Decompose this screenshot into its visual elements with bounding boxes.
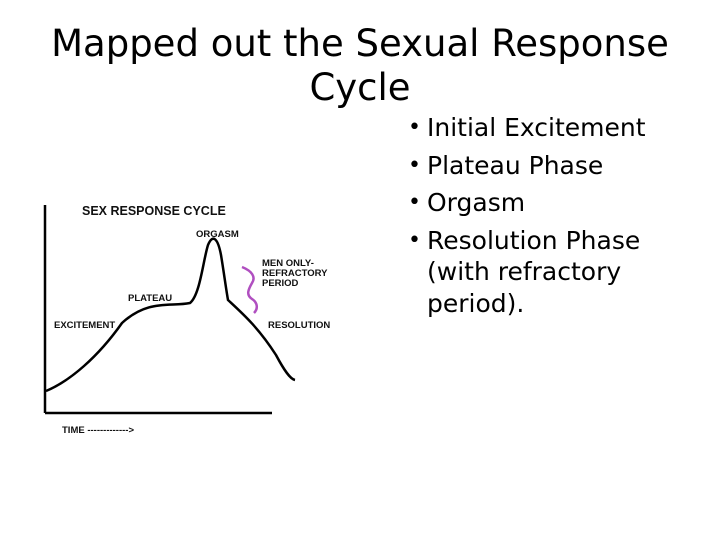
- bullet-dot: •: [408, 115, 421, 140]
- bullet-text: Plateau Phase: [427, 150, 604, 180]
- bullet-text: Resolution Phase (with refractory period…: [427, 225, 641, 318]
- sex-response-cycle-diagram: SEX RESPONSE CYCLE ORGASM MEN ONLY- REFR…: [40, 195, 380, 445]
- bullet-dot: •: [408, 152, 421, 178]
- label-plateau: PLATEAU: [128, 293, 172, 304]
- label-refractory: REFRACTORY: [262, 268, 328, 279]
- slide-title: Mapped out the Sexual Response Cycle: [51, 22, 669, 109]
- bullet-dot: •: [408, 190, 421, 215]
- diagram-title: SEX RESPONSE CYCLE: [82, 204, 226, 218]
- bullet-item: •Initial Excitement: [408, 112, 708, 144]
- bullet-text: Initial Excitement: [427, 113, 646, 142]
- diagram-svg: SEX RESPONSE CYCLE ORGASM MEN ONLY- REFR…: [43, 204, 330, 436]
- label-excitement: EXCITEMENT: [54, 320, 115, 331]
- label-period: PERIOD: [262, 278, 299, 289]
- refractory-period-marker: [241, 265, 258, 314]
- bullet-item: •Resolution Phase (with refractory perio…: [408, 225, 708, 320]
- bullet-item: •Plateau Phase: [408, 150, 708, 182]
- label-orgasm: ORGASM: [196, 229, 239, 240]
- bullet-item: •Orgasm: [408, 187, 708, 219]
- label-resolution: RESOLUTION: [268, 320, 330, 331]
- response-curve: [45, 237, 296, 393]
- label-men-only: MEN ONLY-: [262, 258, 314, 269]
- label-time: TIME ------------->: [62, 425, 134, 436]
- bullet-dot: •: [408, 227, 421, 253]
- bullet-text: Orgasm: [427, 188, 526, 217]
- bullet-list: •Initial Excitement •Plateau Phase •Orga…: [408, 112, 708, 325]
